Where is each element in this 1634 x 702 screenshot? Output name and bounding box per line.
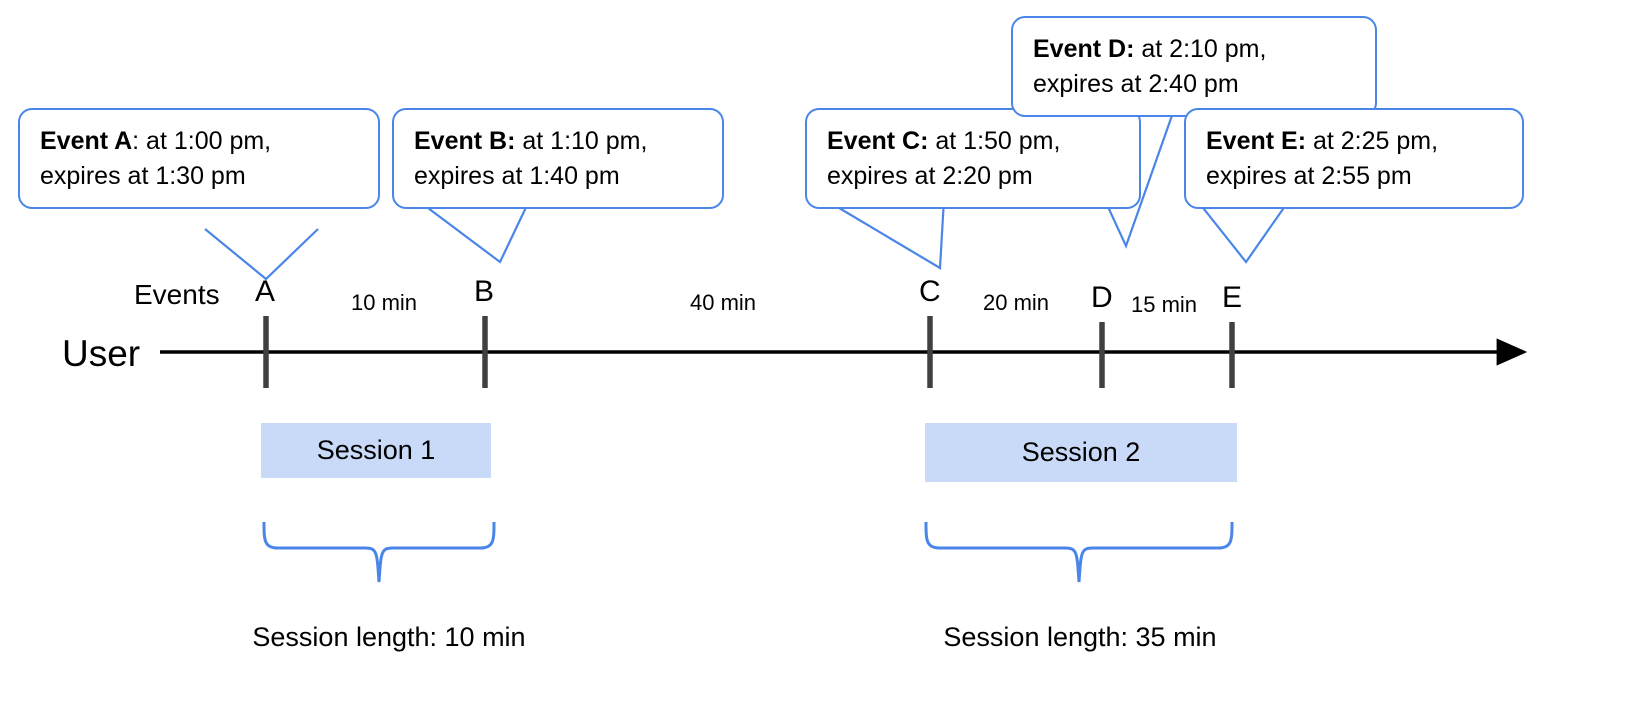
tick-label-e: E: [1222, 281, 1243, 314]
callout-event-d[interactable]: Event D: at 2:10 pm, expires at 2:40 pm: [1011, 16, 1377, 117]
callout-b-line-1: Event B: at 1:10 pm,: [414, 124, 704, 159]
session-box-2-label: Session 2: [1021, 437, 1141, 467]
tick-label-d: D: [1091, 281, 1113, 314]
callout-c-line-2: expires at 2:20 pm: [827, 161, 1033, 190]
callout-e-line-2: expires at 2:55 pm: [1206, 161, 1412, 190]
callout-d-event-name: Event D:: [1033, 35, 1135, 63]
callout-tail-e: [1195, 198, 1291, 264]
tick-label-a: A: [255, 275, 276, 308]
callout-b-event-name: Event B:: [414, 127, 516, 155]
tick-label-b: B: [474, 275, 495, 308]
callout-event-a[interactable]: Event A: at 1:00 pm, expires at 1:30 pm: [18, 108, 380, 209]
session-1-length-caption: Session length: 10 min: [252, 622, 526, 652]
session-1-brace: [262, 521, 496, 583]
callout-event-b[interactable]: Event B: at 1:10 pm, expires at 1:40 pm: [392, 108, 724, 209]
callout-b-line-2: expires at 1:40 pm: [414, 161, 620, 190]
events-row-label: Events: [134, 279, 220, 310]
callout-c-line-1: Event C: at 1:50 pm,: [827, 124, 1121, 159]
callout-e-line-1: Event E: at 2:25 pm,: [1206, 124, 1504, 159]
callout-d-line-1: Event D: at 2:10 pm,: [1033, 32, 1357, 67]
callout-a-event-name: Event A: [40, 127, 133, 155]
user-row-label: User: [62, 333, 141, 374]
callout-a-line-1: Event A: at 1:00 pm,: [40, 124, 360, 159]
session-2-length-caption: Session length: 35 min: [943, 622, 1217, 652]
gap-label-b-c: 40 min: [690, 290, 757, 315]
session-2-brace: [924, 521, 1234, 583]
callout-d-line-2: expires at 2:40 pm: [1033, 69, 1239, 98]
callout-event-e[interactable]: Event E: at 2:25 pm, expires at 2:55 pm: [1184, 108, 1524, 209]
callout-e-event-name: Event E:: [1206, 127, 1307, 155]
callout-b-line-1-rest: at 1:10 pm,: [515, 127, 648, 155]
session-box-1-label: Session 1: [316, 435, 436, 465]
gap-label-d-e: 15 min: [1131, 292, 1198, 317]
callout-tail-b: [415, 198, 531, 264]
gap-label-c-d: 20 min: [983, 290, 1050, 315]
callout-event-c[interactable]: Event C: at 1:50 pm, expires at 2:20 pm: [805, 108, 1141, 209]
callout-c-event-name: Event C:: [827, 127, 929, 155]
gap-label-a-b: 10 min: [351, 290, 418, 315]
session-box-1[interactable]: Session 1: [261, 423, 491, 478]
callout-e-line-1-rest: at 2:25 pm,: [1306, 127, 1439, 155]
tick-label-c: C: [919, 275, 941, 308]
callout-a-line-2: expires at 1:30 pm: [40, 161, 246, 190]
callout-tail-a: [204, 228, 319, 281]
callout-c-line-1-rest: at 1:50 pm,: [928, 127, 1061, 155]
session-box-2[interactable]: Session 2: [925, 423, 1237, 482]
callout-a-line-1-rest: : at 1:00 pm,: [132, 127, 272, 155]
callout-tail-c: [823, 198, 946, 270]
callout-d-line-1-rest: at 2:10 pm,: [1134, 35, 1267, 63]
